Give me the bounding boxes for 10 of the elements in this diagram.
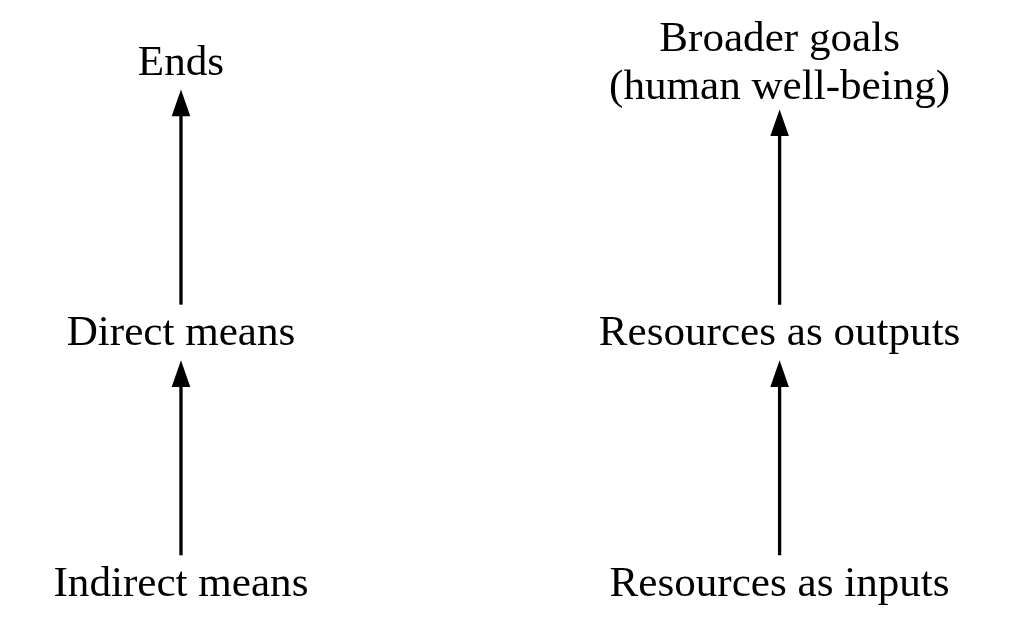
- arrow: [171, 360, 191, 556]
- node-text: Broader goals (human well-being): [609, 13, 951, 109]
- arrow: [770, 109, 789, 305]
- node-text: Resources as outputs: [598, 307, 961, 355]
- arrow: [171, 89, 191, 305]
- node-text: Ends: [137, 37, 225, 85]
- node-text: Resources as inputs: [609, 557, 950, 605]
- node-text: Direct means: [66, 307, 296, 355]
- node-text: Indirect means: [53, 557, 309, 605]
- arrow: [770, 360, 789, 556]
